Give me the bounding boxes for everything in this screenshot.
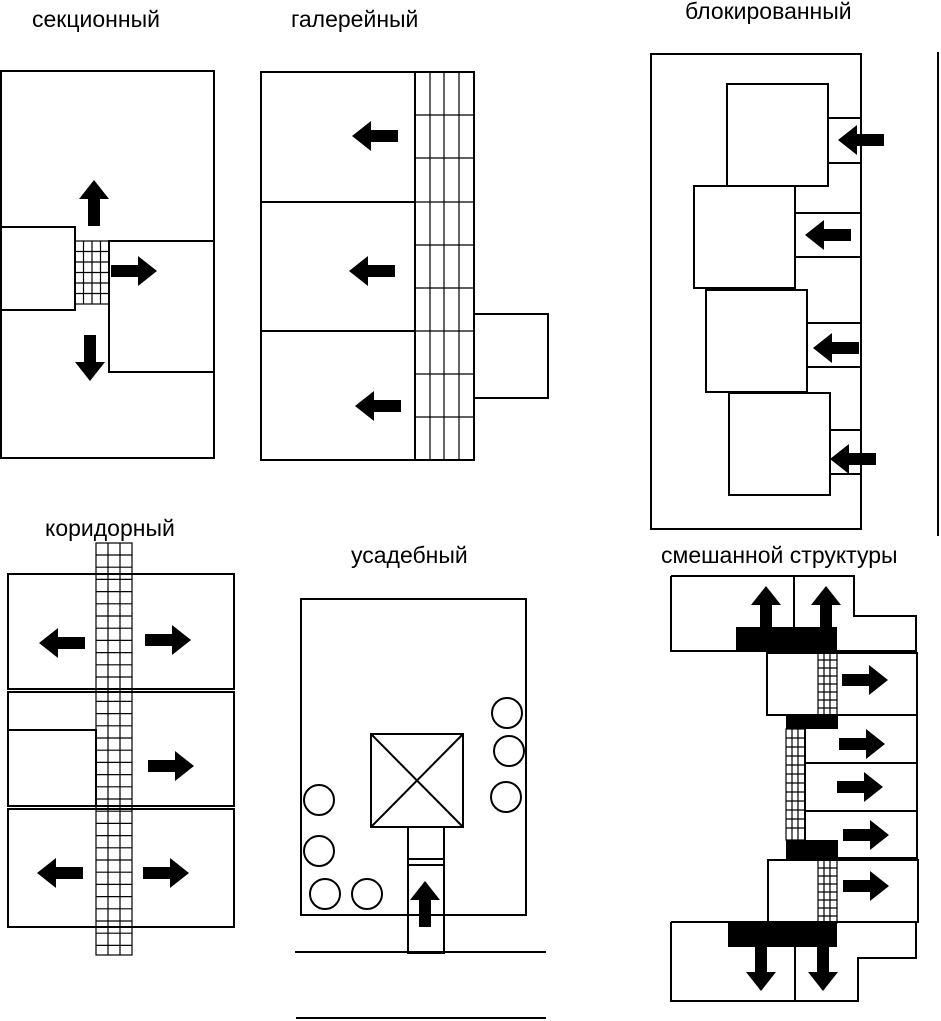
- corridor-passage: [95, 542, 133, 956]
- arrow-up-icon: [79, 180, 109, 226]
- sectional-building: [0, 70, 215, 459]
- arrow-left-icon: [805, 220, 851, 250]
- tree-icon: [493, 735, 525, 767]
- arrow-down-icon: [75, 335, 105, 381]
- estate-trees: [303, 697, 525, 910]
- arrow-up-icon: [811, 586, 841, 632]
- label-sectional: секционный: [32, 6, 160, 32]
- corridor-inner-unit: [7, 729, 97, 807]
- corridor-scheme: коридорный: [7, 515, 235, 956]
- mixed-corridors: [728, 627, 838, 947]
- blocked-house-4: [728, 392, 831, 496]
- label-blocked: блокированный: [685, 0, 852, 24]
- arrow-down-icon: [808, 945, 838, 991]
- arrow-right-icon: [843, 871, 889, 901]
- arrow-left-icon: [352, 121, 398, 151]
- arrow-right-icon: [143, 858, 189, 888]
- arrow-left-icon: [830, 444, 876, 474]
- gallery-scheme: галерейный: [260, 6, 549, 461]
- corridor-block-3: [7, 808, 235, 928]
- blocked-house-1: [726, 83, 829, 187]
- arrow-left-icon: [39, 628, 85, 658]
- mixed-corridor-bottom: [728, 923, 837, 947]
- arrow-right-icon: [148, 751, 194, 781]
- blocked-house-2: [693, 185, 796, 289]
- blocked-porch-3: [806, 322, 862, 368]
- corridor-block-2: [7, 691, 235, 807]
- label-gallery: галерейный: [291, 6, 418, 32]
- label-corridor: коридорный: [45, 515, 175, 541]
- sectional-stair-grid: [75, 241, 109, 304]
- estate-scheme: усадебный: [295, 542, 546, 1019]
- arrow-left-icon: [37, 858, 83, 888]
- tree-icon: [491, 697, 523, 729]
- label-mixed: смешанной структуры: [661, 542, 898, 568]
- tree-icon: [303, 784, 335, 816]
- estate-plot: [300, 598, 527, 916]
- arrow-right-icon: [842, 665, 888, 695]
- tree-icon: [309, 878, 341, 910]
- mixed-scheme: смешанной структуры: [661, 542, 919, 1002]
- tree-icon: [303, 835, 335, 867]
- arrow-right-icon: [111, 256, 157, 286]
- tree-icon: [351, 878, 383, 910]
- arrow-right-icon: [145, 625, 191, 655]
- arrow-right-icon: [839, 729, 885, 759]
- label-estate: усадебный: [351, 542, 468, 568]
- mixed-stair-middle: [785, 728, 806, 841]
- blocked-porch-4: [829, 429, 862, 475]
- sectional-right-unit: [108, 240, 215, 373]
- mixed-bottom-units: [670, 921, 917, 1002]
- mixed-landing: [786, 840, 838, 860]
- arrow-up-icon: [410, 881, 440, 927]
- blocked-house-3: [705, 289, 808, 393]
- mixed-landing: [786, 715, 838, 729]
- arrow-up-icon: [751, 586, 781, 632]
- arrow-right-icon: [843, 820, 889, 850]
- mixed-stair-upper: [817, 650, 838, 716]
- arrow-down-icon: [746, 945, 776, 991]
- blocked-scheme: блокированный: [650, 0, 939, 536]
- tree-icon: [490, 781, 522, 813]
- gallery-building: [260, 71, 475, 461]
- gallery-walkway-grid: [415, 72, 474, 460]
- sectional-scheme: секционный: [0, 6, 215, 459]
- arrow-left-icon: [813, 333, 859, 363]
- mixed-stair-lower: [817, 859, 838, 924]
- sectional-left-unit: [0, 226, 76, 311]
- arrow-right-icon: [837, 772, 883, 802]
- arrow-left-icon: [355, 391, 401, 421]
- mixed-top-units: [670, 575, 917, 652]
- blocked-porch-2: [794, 212, 862, 258]
- gallery-stair-block: [473, 313, 549, 399]
- arrow-left-icon: [349, 256, 395, 286]
- corridor-passage-grid: [96, 543, 132, 955]
- blocked-plot: [650, 53, 862, 530]
